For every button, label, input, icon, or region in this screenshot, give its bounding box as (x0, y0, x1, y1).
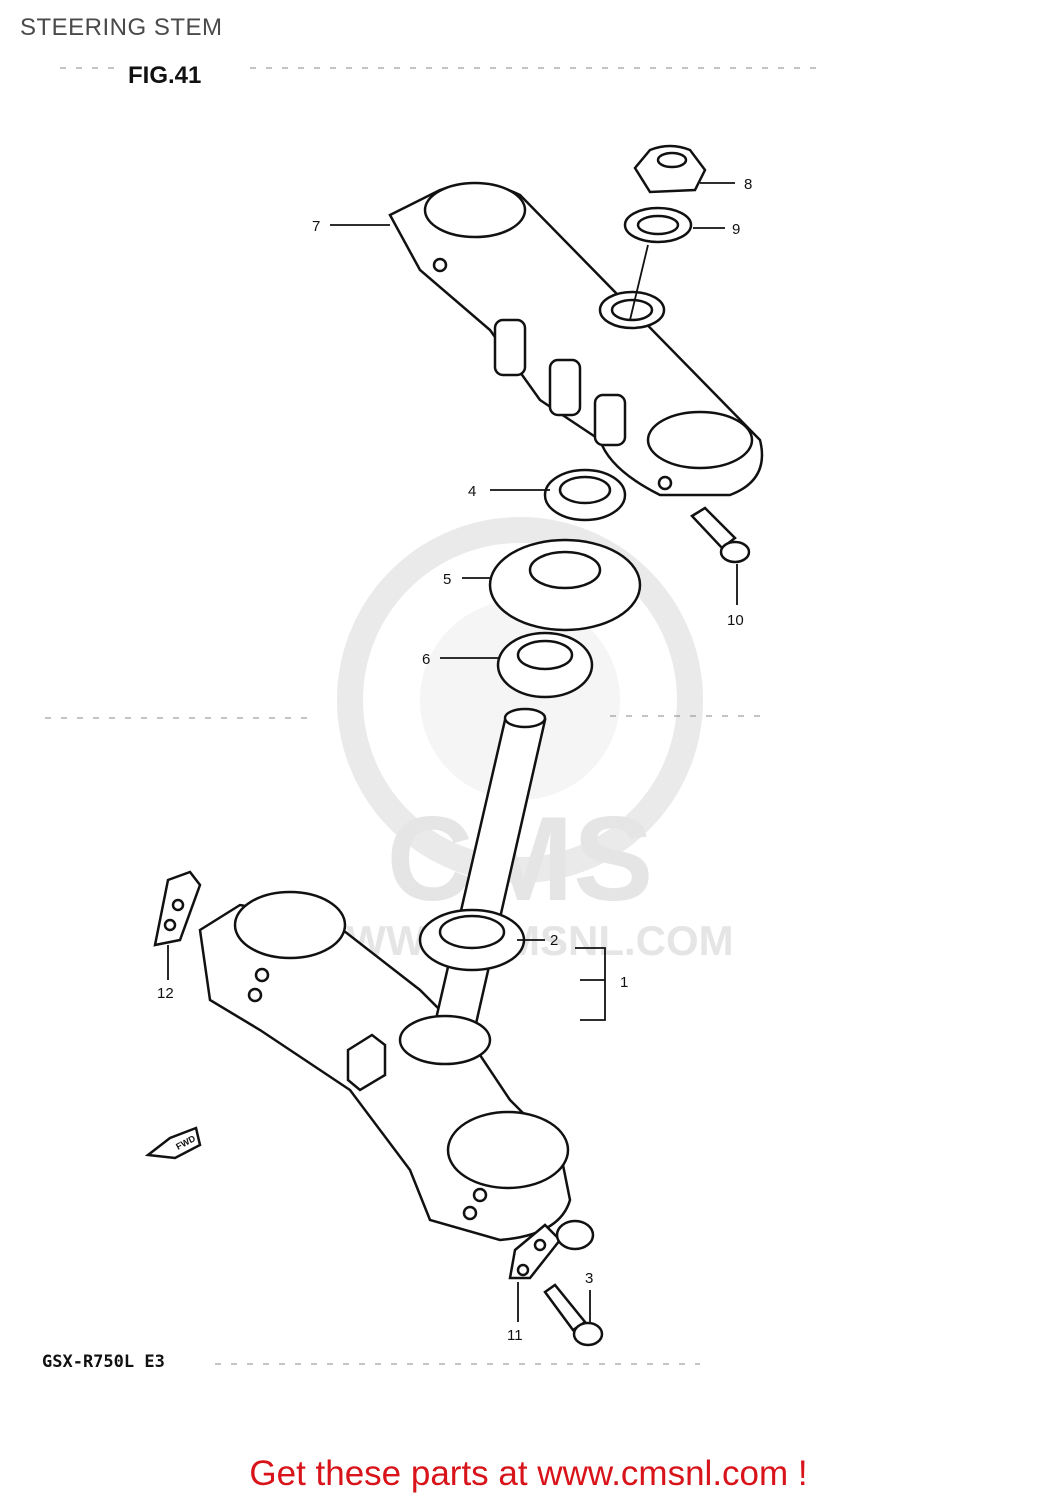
callout-9: 9 (732, 221, 740, 238)
footer-cta-link[interactable]: Get these parts at www.cmsnl.com ! (249, 1454, 808, 1493)
page-title: STEERING STEM (20, 14, 223, 41)
callout-1: 1 (620, 974, 628, 991)
figure-label: FIG.41 (128, 62, 202, 89)
callout-4: 4 (468, 483, 476, 500)
callout-numbers: 1 2 3 4 5 6 7 8 9 10 11 12 (157, 176, 752, 1344)
callout-12: 12 (157, 985, 174, 1002)
callout-3: 3 (585, 1270, 593, 1287)
callout-2: 2 (550, 932, 558, 949)
nut-part (633, 144, 707, 194)
steering-stem-part (198, 707, 572, 1242)
lower-bolt-part (543, 1283, 604, 1347)
upper-bolt-part (690, 506, 751, 564)
lock-nut-part (543, 468, 627, 522)
dust-seal-part (488, 538, 642, 632)
leader-lines (167, 182, 738, 1322)
callout-5: 5 (443, 571, 451, 588)
callout-8: 8 (744, 176, 752, 193)
callout-6: 6 (422, 651, 430, 668)
fwd-direction-arrow: FWD (144, 1126, 202, 1160)
dashed-frame-lines (45, 67, 820, 1365)
model-code: GSX-R750L E3 (42, 1352, 165, 1372)
callout-7: 7 (312, 218, 320, 235)
callout-11: 11 (507, 1327, 523, 1344)
clamp-11-part (508, 1219, 595, 1280)
bearing-part (496, 631, 594, 699)
upper-bracket-part (388, 181, 764, 497)
clamp-12-part (153, 870, 202, 947)
callout-10: 10 (727, 612, 744, 629)
washer-part (623, 206, 693, 244)
